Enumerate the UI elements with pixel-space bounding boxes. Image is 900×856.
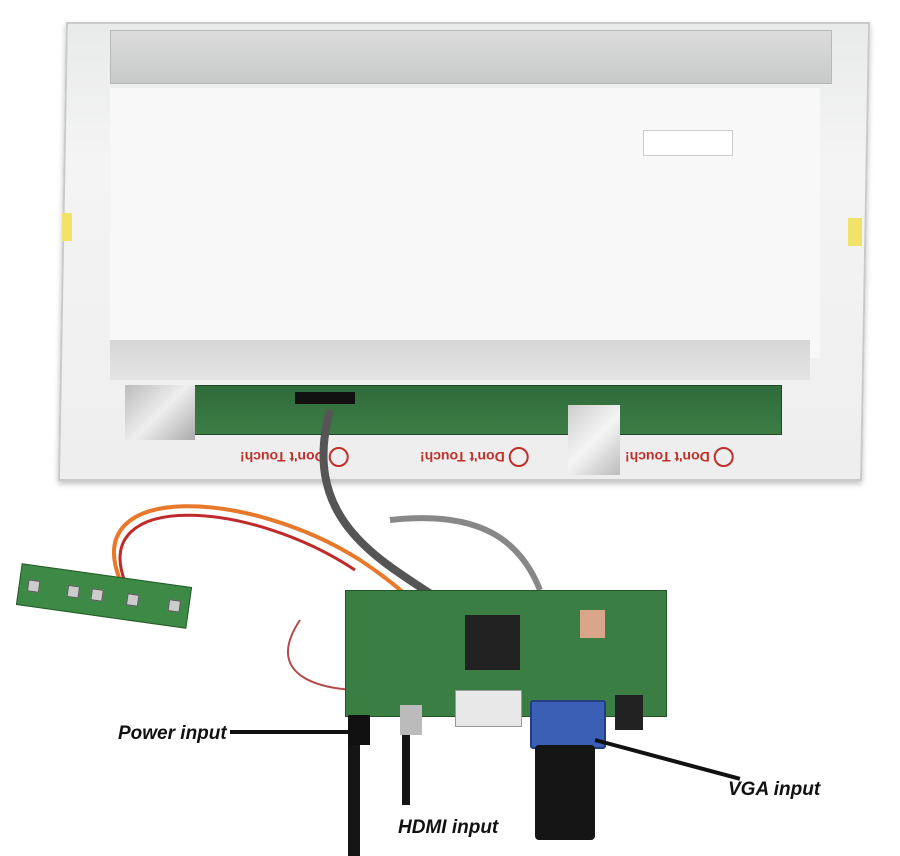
yellow-tape (848, 218, 862, 246)
barcode-sticker (643, 130, 733, 156)
key-button[interactable] (26, 579, 41, 593)
key-button[interactable] (90, 588, 104, 602)
main-chip (465, 615, 520, 670)
power-cable (348, 745, 360, 856)
key-button[interactable] (66, 584, 81, 599)
key-button[interactable] (167, 599, 182, 613)
panel-top-frame (110, 30, 832, 84)
foil-tape (125, 385, 195, 440)
dvi-connector (455, 690, 522, 727)
vga-input-label: VGA input (728, 779, 821, 800)
power-input-label: Power input (118, 723, 227, 744)
yellow-tape (62, 213, 72, 241)
panel-driver-pcb (190, 385, 782, 435)
power-jack (348, 715, 370, 745)
hdmi-input-label: HDMI input (398, 817, 499, 838)
hdmi-connector (400, 705, 422, 735)
power-pointer-line (230, 730, 350, 734)
audio-jack (615, 695, 643, 730)
panel-bottom-strip (110, 340, 810, 380)
ic-chip (580, 610, 605, 638)
vga-cable (535, 745, 595, 840)
vga-connector (530, 700, 606, 749)
foil-tape (568, 405, 620, 475)
key-button[interactable] (125, 593, 140, 607)
hdmi-pointer (402, 735, 410, 805)
lvds-connector (295, 392, 355, 404)
